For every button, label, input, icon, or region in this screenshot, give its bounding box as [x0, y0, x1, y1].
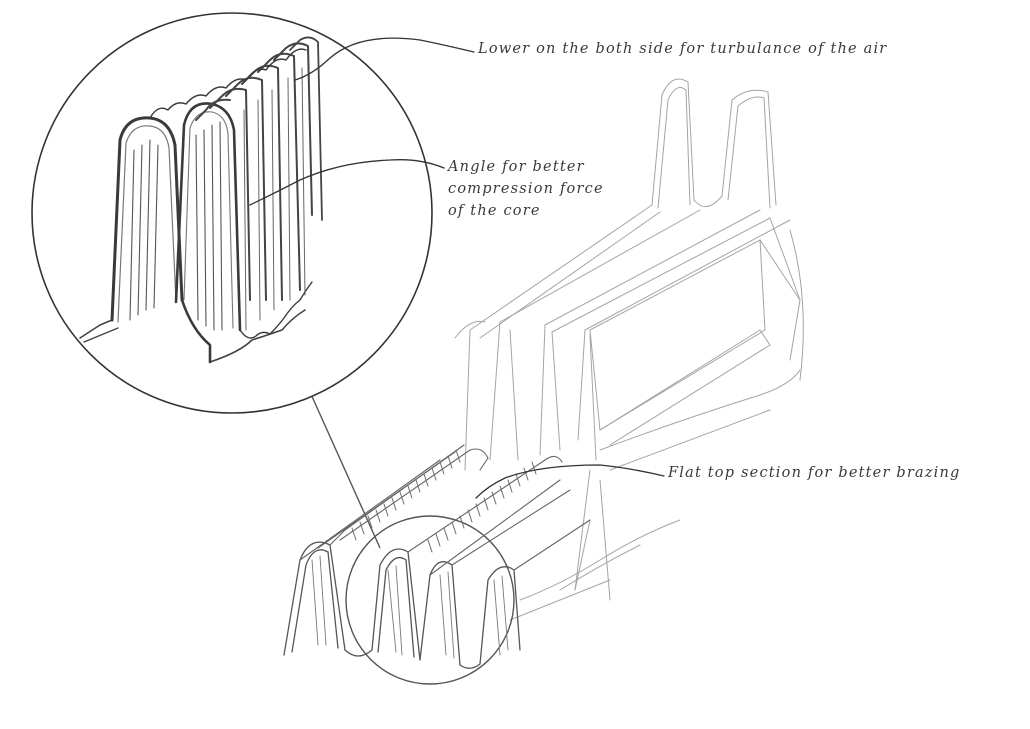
annotation-flat-top: Flat top section for better brazing: [668, 462, 961, 484]
magnified-view: [31, 12, 433, 414]
lower-fin-assembly: [283, 444, 591, 669]
annotation-flat-top-text: Flat top section for better brazing: [668, 465, 961, 481]
leader-flat-top: [475, 464, 665, 499]
zoom-indicator: [309, 391, 515, 685]
annotation-angle-line-2: compression force: [448, 181, 604, 197]
zoom-small-circle: [345, 515, 515, 685]
core-construction-sketch: [454, 78, 804, 621]
annotation-turbulence-text: Lower on the both side for turbulance of…: [478, 41, 888, 57]
annotation-angle: Angle for better compression force of th…: [448, 156, 604, 222]
annotation-turbulence: Lower on the both side for turbulance of…: [478, 38, 887, 60]
leader-lines: [249, 37, 665, 499]
leader-angle: [249, 159, 445, 206]
annotation-angle-line-3: of the core: [448, 203, 541, 219]
leader-turbulence: [294, 37, 475, 81]
zoom-connector-line: [309, 391, 381, 549]
magnified-circle: [31, 12, 433, 414]
annotation-angle-line-1: Angle for better: [448, 159, 585, 175]
